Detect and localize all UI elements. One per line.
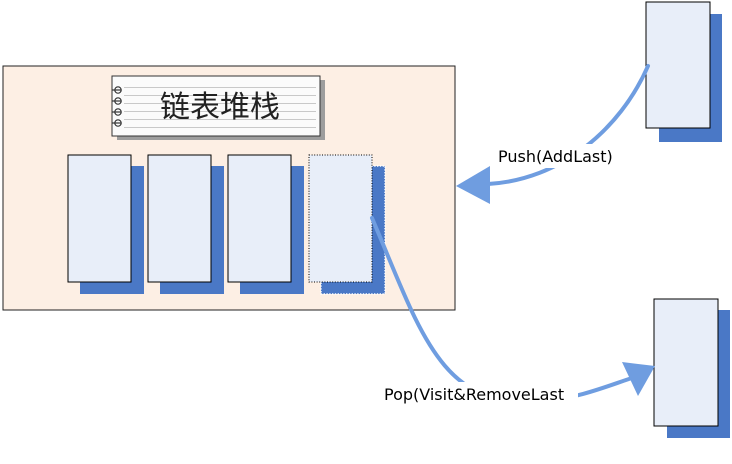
pop-removed-node: [653, 298, 730, 438]
pop-arrowhead-icon: [622, 362, 655, 396]
pop-label: Pop(Visit&RemoveLast: [384, 385, 564, 404]
push-label: Push(AddLast): [498, 147, 613, 166]
stack-node-top-dotted: [308, 154, 386, 295]
push-arrowhead-icon: [456, 166, 490, 204]
push-incoming-node: [645, 1, 722, 142]
stack-node-1: [67, 154, 144, 294]
diagram-title: 链表堆栈: [160, 90, 280, 125]
title-notebook: 链表堆栈: [111, 75, 325, 140]
stack-node-2: [147, 154, 224, 294]
stack-node-3: [227, 154, 304, 294]
notebook-spiral-icon: [112, 86, 122, 127]
